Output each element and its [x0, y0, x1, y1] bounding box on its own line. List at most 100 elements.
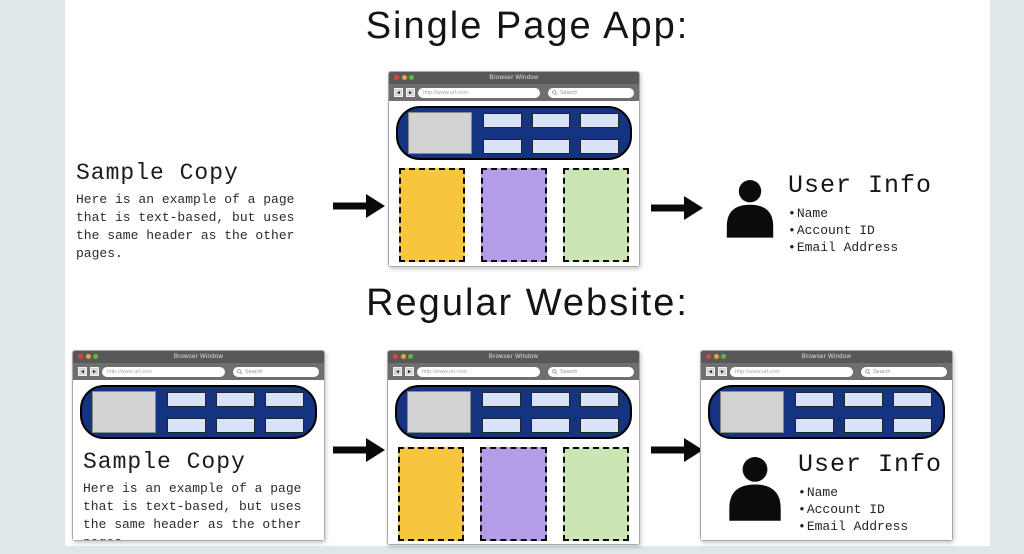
- browser-titlebar: Browser Window: [388, 351, 639, 363]
- nav-grid: [481, 391, 620, 433]
- browser-toolbar: ◄ ► http://www.url.com Search: [701, 363, 952, 380]
- back-button: ◄: [706, 367, 715, 376]
- content-block-green: [562, 447, 629, 541]
- nav-item: [483, 138, 522, 154]
- nav-grid: [794, 391, 933, 433]
- right-arrow-icon: [651, 196, 703, 220]
- close-icon: [394, 75, 399, 80]
- site-header-nav: [708, 385, 945, 439]
- search-bar: Search: [861, 366, 947, 377]
- maximize-icon: [408, 354, 413, 359]
- window-title: Browser Window: [488, 354, 539, 360]
- nav-item: [531, 391, 570, 407]
- magnifier-icon: [237, 368, 243, 375]
- nav-item: [580, 391, 619, 407]
- browser-content: Sample Copy Here is an example of a page…: [73, 380, 324, 540]
- user-info-item: Name: [788, 205, 932, 222]
- search-label: Search: [560, 368, 578, 375]
- forward-button: ►: [90, 367, 99, 376]
- regular-section-title: Regular Website:: [366, 282, 689, 324]
- minimize-icon: [401, 75, 407, 80]
- nav-item: [265, 417, 304, 433]
- minimize-icon: [713, 354, 719, 359]
- magnifier-icon: [552, 368, 558, 375]
- nav-item: [580, 138, 619, 154]
- maximize-icon: [721, 354, 726, 359]
- site-header-nav: [395, 385, 632, 439]
- nav-item: [482, 391, 521, 407]
- minimize-icon: [85, 354, 91, 359]
- browser-titlebar: Browser Window: [73, 351, 324, 363]
- nav-item: [795, 417, 834, 433]
- search-bar: Search: [548, 87, 634, 98]
- content-block-purple: [480, 447, 547, 541]
- window-title: Browser Window: [489, 75, 539, 81]
- close-icon: [78, 354, 83, 359]
- browser-content: [388, 380, 639, 544]
- browser-window-user-page: Browser Window ◄ ► http://www.url.com Se…: [700, 350, 953, 541]
- sample-copy-heading: Sample Copy: [76, 160, 239, 186]
- magnifier-icon: [865, 368, 871, 375]
- back-button: ◄: [394, 88, 403, 97]
- content-blocks: [396, 168, 632, 262]
- magnifier-icon: [552, 89, 558, 96]
- user-info-item: Account ID: [798, 501, 942, 518]
- url-bar: http://www.url.com: [730, 366, 853, 377]
- nav-item: [531, 112, 571, 128]
- browser-toolbar: ◄ ► http://www.url.com Search: [388, 363, 639, 380]
- browser-titlebar: Browser Window: [389, 72, 639, 84]
- spa-section-title: Single Page App:: [365, 5, 690, 47]
- site-header-nav: [80, 385, 317, 439]
- right-arrow-icon: [333, 194, 385, 218]
- browser-window-text-page: Browser Window ◄ ► http://www.url.com Se…: [72, 350, 325, 541]
- sample-copy-block: Sample Copy Here is an example of a page…: [80, 439, 317, 540]
- window-title: Browser Window: [801, 354, 852, 360]
- right-arrow-icon: [651, 438, 703, 462]
- search-label: Search: [245, 368, 263, 375]
- logo-placeholder: [92, 391, 156, 433]
- user-silhouette-icon: [722, 171, 778, 245]
- close-icon: [393, 354, 398, 359]
- url-bar: http://www.url.com: [418, 87, 540, 98]
- window-controls: [393, 354, 413, 359]
- nav-item: [844, 391, 883, 407]
- sample-copy-body: Here is an example of a page that is tex…: [76, 192, 295, 261]
- site-header-nav: [396, 106, 632, 160]
- search-label: Search: [873, 368, 891, 375]
- content-block-purple: [481, 168, 547, 262]
- user-info-block: User Info Name Account ID Email Address: [708, 450, 945, 535]
- browser-toolbar: ◄ ► http://www.url.com Search: [73, 363, 324, 380]
- browser-toolbar: ◄ ► http://www.url.com Search: [389, 84, 639, 101]
- user-info-item: Account ID: [788, 222, 932, 239]
- sample-copy-block: Sample Copy Here is an example of a page…: [76, 160, 336, 263]
- logo-placeholder: [720, 391, 784, 433]
- nav-item: [216, 391, 255, 407]
- browser-titlebar: Browser Window: [701, 351, 952, 363]
- user-info-list: Name Account ID Email Address: [798, 484, 942, 535]
- browser-content: [389, 101, 639, 266]
- nav-item: [580, 417, 619, 433]
- user-info-item: Name: [798, 484, 942, 501]
- user-info-heading: User Info: [798, 450, 943, 479]
- sample-copy-heading: Sample Copy: [83, 449, 246, 475]
- browser-window-blocks-page: Browser Window ◄ ► http://www.url.com Se…: [387, 350, 640, 545]
- browser-window-spa: Browser Window ◄ ► http://www.url.com Se…: [388, 71, 640, 267]
- nav-item: [265, 391, 304, 407]
- user-info-text: User Info Name Account ID Email Address: [788, 171, 932, 256]
- search-label: Search: [560, 89, 578, 96]
- maximize-icon: [409, 75, 414, 80]
- nav-item: [531, 138, 571, 154]
- window-title: Browser Window: [173, 354, 224, 360]
- nav-item: [893, 417, 932, 433]
- content-block-yellow: [398, 447, 465, 541]
- window-controls: [78, 354, 98, 359]
- back-button: ◄: [78, 367, 87, 376]
- nav-item: [893, 391, 932, 407]
- nav-item: [167, 391, 206, 407]
- user-info-list: Name Account ID Email Address: [788, 205, 932, 256]
- content-block-green: [563, 168, 629, 262]
- back-button: ◄: [393, 367, 402, 376]
- sample-copy-body: Here is an example of a page that is tex…: [83, 481, 302, 540]
- maximize-icon: [93, 354, 98, 359]
